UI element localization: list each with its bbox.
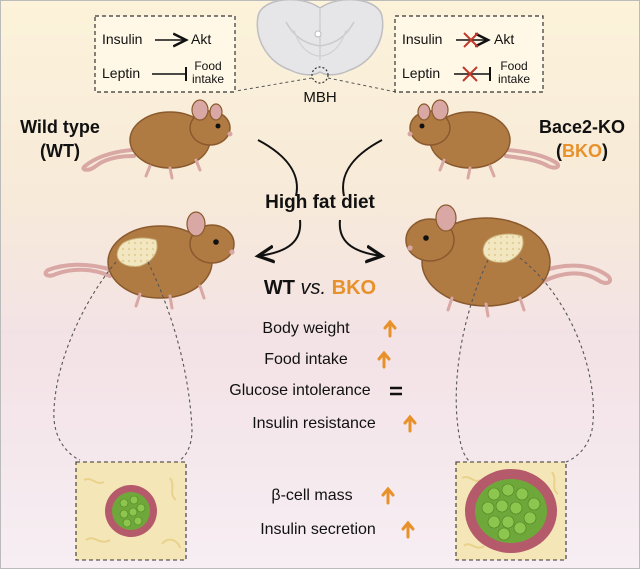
bko-insulin-blocked-cross-icon <box>463 32 479 48</box>
phenotype-list: Body weight Food intake Glucose intolera… <box>229 319 417 539</box>
phenotype-insulin-secretion: Insulin secretion <box>260 521 376 538</box>
bko-mouse-lean-icon <box>407 99 560 180</box>
up-arrow-icon <box>401 520 415 539</box>
wt-signaling-panel: Insulin Akt Leptin Food intake <box>94 15 236 93</box>
diet-to-wt-arrow <box>258 219 302 256</box>
mbh-marker <box>311 66 329 84</box>
bko-pancreas-zoom-outline <box>455 259 489 463</box>
brain-section-illustration: MBH <box>256 0 384 106</box>
wt-name: Wild type <box>20 117 100 137</box>
wt-mouse-hfd-icon <box>43 211 235 310</box>
bko-leptin-blocked-cross-icon <box>462 66 478 82</box>
bko-akt-label: Akt <box>494 31 514 47</box>
bko-abbr-line: (BKO) <box>556 141 608 161</box>
phenotype-body-weight: Body weight <box>262 320 350 337</box>
high-fat-diet-label: High fat diet <box>265 192 375 213</box>
wt-islet-panel <box>75 461 187 561</box>
wt-abbr-line: (WT) <box>40 141 80 161</box>
up-arrow-icon <box>381 486 395 505</box>
wt-mouse-lean-icon <box>81 99 233 180</box>
bko-to-diet-curve <box>342 139 383 197</box>
phenotype-beta-cell-mass: β-cell mass <box>271 487 352 504</box>
diet-to-bko-arrow <box>338 219 382 256</box>
wt-leptin-label: Leptin <box>102 65 140 81</box>
bko-name: Bace2-KO <box>539 117 625 137</box>
bko-food-label: Food <box>500 59 527 73</box>
bko-intake-label: intake <box>498 72 530 86</box>
wt-insulin-label: Insulin <box>102 31 142 47</box>
mbh-label: MBH <box>303 89 336 106</box>
wt-akt-label: Akt <box>191 31 211 47</box>
bko-genotype-label: Bace2-KO (BKO) <box>539 117 625 161</box>
comparison-heading: WT vs. BKO <box>264 277 376 299</box>
up-arrow-icon <box>377 350 391 369</box>
bko-leptin-label: Leptin <box>402 65 440 81</box>
up-arrow-icon <box>383 319 397 338</box>
wt-pancreas-zoom-outline <box>53 261 117 461</box>
up-arrow-icon <box>403 414 417 433</box>
phenotype-insulin-resistance: Insulin resistance <box>252 415 376 432</box>
wt-to-diet-curve <box>257 139 298 197</box>
bko-insulin-label: Insulin <box>402 31 442 47</box>
bko-mouse-hfd-icon <box>405 204 613 318</box>
equal-sign-icon <box>390 386 402 396</box>
bko-islet-panel <box>455 461 567 561</box>
wt-food-label: Food <box>194 59 221 73</box>
bko-signaling-panel: Insulin Akt Leptin Food intake <box>394 15 544 93</box>
wt-intake-label: intake <box>192 72 224 86</box>
wt-genotype-label: Wild type (WT) <box>20 117 100 161</box>
phenotype-glucose-intolerance: Glucose intolerance <box>229 382 371 399</box>
phenotype-food-intake: Food intake <box>264 351 348 368</box>
